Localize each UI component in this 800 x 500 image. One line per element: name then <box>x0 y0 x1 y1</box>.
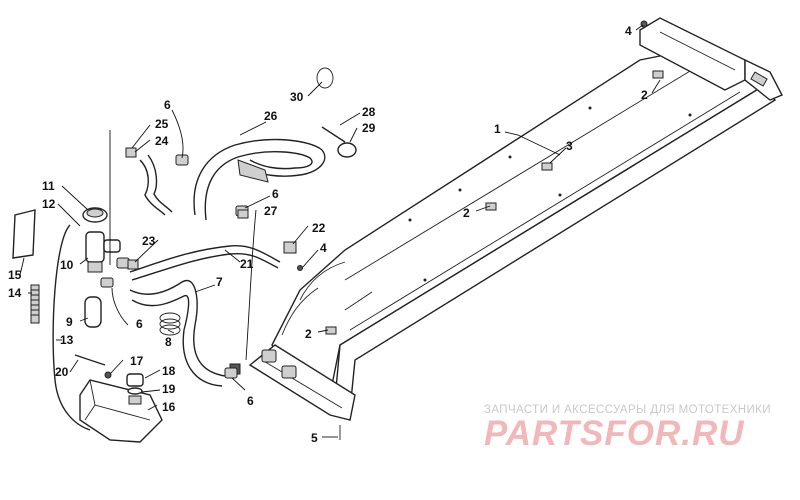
callout-4-mid: 4 <box>320 241 327 255</box>
callout-12: 12 <box>42 197 56 211</box>
leader-lines <box>19 24 661 438</box>
callout-6-top: 6 <box>164 98 171 112</box>
hose-long <box>129 245 281 281</box>
callout-1: 1 <box>494 122 501 136</box>
clamp-23 <box>127 259 139 270</box>
bolt-and-clamp <box>321 126 357 158</box>
tank-fitting <box>104 371 112 379</box>
short-hose <box>84 296 102 328</box>
coolant-tank <box>79 379 163 443</box>
callout-3: 3 <box>566 139 573 153</box>
screw-mid <box>297 265 303 271</box>
ring-clamp <box>316 67 334 89</box>
callout-27: 27 <box>264 204 278 218</box>
filler-neck <box>85 231 121 273</box>
callout-14: 14 <box>8 286 22 300</box>
callout-labels: 1 2 2 2 3 4 4 5 6 6 6 6 7 8 9 10 11 12 1… <box>8 24 648 445</box>
callout-16: 16 <box>162 400 176 414</box>
callout-11: 11 <box>42 179 55 193</box>
callout-4-top: 4 <box>625 24 632 38</box>
callout-23: 23 <box>142 234 156 248</box>
hose-upper <box>193 138 326 221</box>
hose-lower <box>129 279 226 387</box>
callout-6-mid: 6 <box>272 187 279 201</box>
callout-15: 15 <box>8 268 22 282</box>
decal <box>12 209 36 259</box>
spring-clamp <box>159 312 181 336</box>
callout-22: 22 <box>312 221 326 235</box>
clamp-25 <box>125 147 137 158</box>
callout-5: 5 <box>311 431 318 445</box>
callout-28: 28 <box>362 105 376 119</box>
callout-2-mid: 2 <box>463 206 470 220</box>
clamp-22 <box>283 241 297 254</box>
callout-2-low: 2 <box>305 327 312 341</box>
callout-24: 24 <box>155 134 169 148</box>
callout-30: 30 <box>290 90 304 104</box>
callout-19: 19 <box>162 382 176 396</box>
clamp-27 <box>237 209 249 219</box>
callout-26: 26 <box>264 109 278 123</box>
coil-spring <box>30 284 40 324</box>
callout-7: 7 <box>216 275 223 289</box>
callout-2-top: 2 <box>641 88 648 102</box>
callout-25: 25 <box>155 117 169 131</box>
callout-10: 10 <box>60 258 74 272</box>
callout-21: 21 <box>240 257 254 271</box>
watermark-tagline: ЗАПЧАСТИ И АКСЕССУАРЫ ДЛЯ МОТОТЕХНИКИ <box>484 404 771 416</box>
callout-13: 13 <box>60 333 74 347</box>
rail-clips <box>325 70 664 335</box>
tank-vent-tube <box>74 354 106 366</box>
callout-6-low: 6 <box>136 317 143 331</box>
rail-fitting <box>229 349 297 379</box>
watermark-logo: PARTSFOR.RU <box>484 414 745 453</box>
filler-cap <box>82 207 108 223</box>
tank-cap <box>126 373 144 405</box>
callout-20: 20 <box>55 365 69 379</box>
callout-9: 9 <box>66 315 73 329</box>
callout-29: 29 <box>362 121 376 135</box>
callout-6-bottom: 6 <box>247 394 254 408</box>
hose-small-elbow <box>139 154 173 216</box>
callout-8: 8 <box>165 335 172 349</box>
heat-exchanger-rail <box>248 17 783 421</box>
overflow-tube <box>52 224 91 431</box>
callout-17: 17 <box>130 354 144 368</box>
callout-18: 18 <box>162 364 176 378</box>
